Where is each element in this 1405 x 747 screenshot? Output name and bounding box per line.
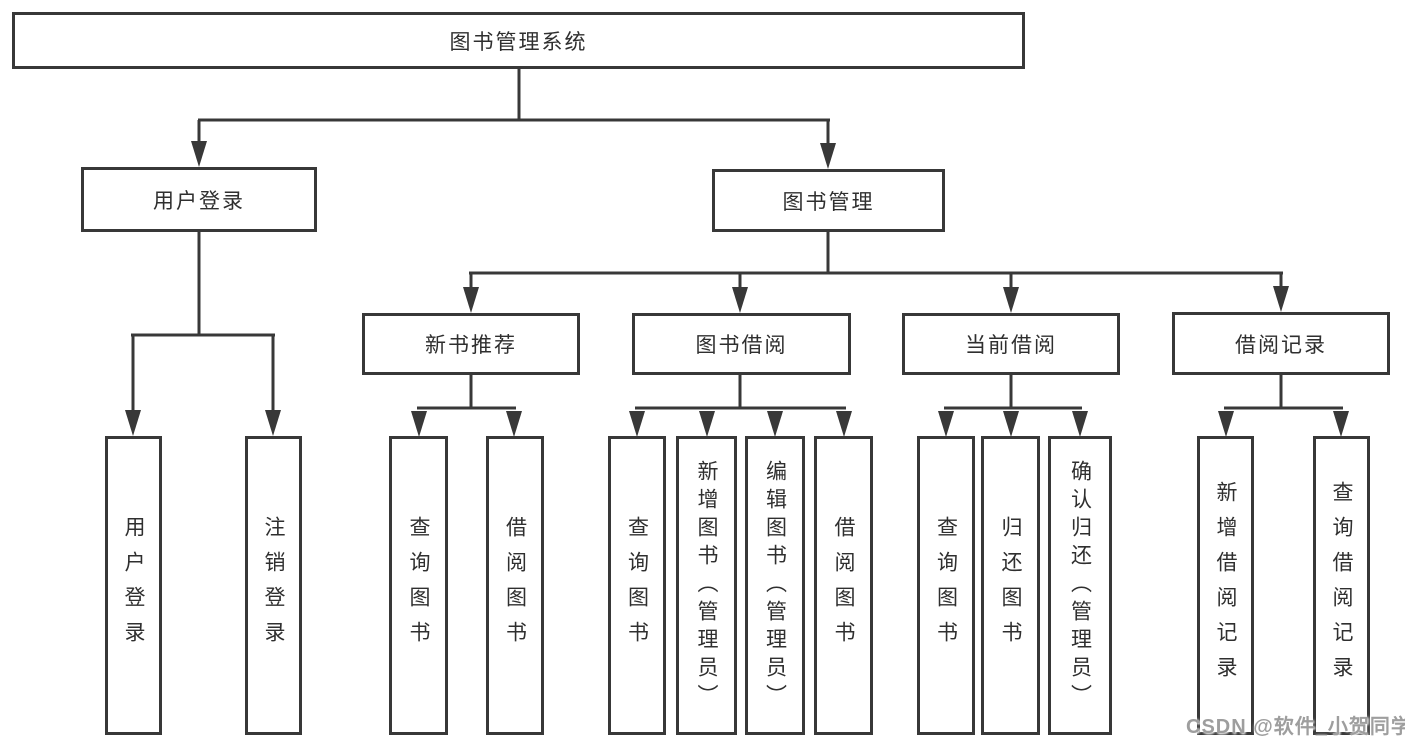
leaf-cb-confirm-return-admin-label: 确认归还（管理员） bbox=[1068, 459, 1092, 712]
node-current-borrowing-label: 当前借阅 bbox=[965, 334, 1057, 357]
leaf-cb-query-books-label: 查询图书 bbox=[934, 515, 958, 656]
node-user-login-label: 用户登录 bbox=[153, 189, 245, 213]
leaf-bb-borrow-books: 借阅图书 bbox=[814, 436, 873, 735]
leaf-nbr-borrow-books: 借阅图书 bbox=[486, 436, 544, 735]
leaf-br-add-record-label: 新增借阅记录 bbox=[1214, 480, 1238, 691]
leaf-br-query-record: 查询借阅记录 bbox=[1313, 436, 1370, 735]
node-root: 图书管理系统 bbox=[12, 12, 1025, 69]
leaf-bb-borrow-books-label: 借阅图书 bbox=[832, 515, 856, 656]
node-book-management: 图书管理 bbox=[712, 169, 945, 232]
leaf-bb-query-books-label: 查询图书 bbox=[625, 515, 649, 656]
leaf-bb-edit-books-admin-label: 编辑图书（管理员） bbox=[763, 459, 787, 712]
leaf-nbr-query-books-label: 查询图书 bbox=[407, 515, 431, 656]
leaf-bb-add-books-admin: 新增图书（管理员） bbox=[676, 436, 737, 735]
node-borrowing-records: 借阅记录 bbox=[1172, 312, 1390, 375]
node-book-management-label: 图书管理 bbox=[782, 190, 875, 214]
leaf-bb-query-books: 查询图书 bbox=[608, 436, 666, 735]
leaf-cb-return-books-label: 归还图书 bbox=[999, 515, 1023, 656]
leaf-logout: 注销登录 bbox=[245, 436, 302, 735]
node-user-login: 用户登录 bbox=[81, 167, 317, 232]
node-book-borrowing: 图书借阅 bbox=[632, 313, 851, 375]
leaf-cb-query-books: 查询图书 bbox=[917, 436, 975, 735]
leaf-bb-add-books-admin-label: 新增图书（管理员） bbox=[695, 459, 719, 712]
leaf-br-add-record: 新增借阅记录 bbox=[1197, 436, 1254, 735]
watermark: CSDN @软件_小贺同学 bbox=[1186, 716, 1405, 738]
leaf-logout-label: 注销登录 bbox=[262, 515, 286, 656]
leaf-nbr-query-books: 查询图书 bbox=[389, 436, 448, 735]
leaf-bb-edit-books-admin: 编辑图书（管理员） bbox=[745, 436, 805, 735]
node-new-book-recommend-label: 新书推荐 bbox=[425, 334, 517, 357]
node-borrowing-records-label: 借阅记录 bbox=[1235, 333, 1327, 357]
leaf-cb-confirm-return-admin: 确认归还（管理员） bbox=[1048, 436, 1112, 735]
node-book-borrowing-label: 图书借阅 bbox=[695, 334, 788, 357]
leaf-user-login-label: 用户登录 bbox=[122, 515, 146, 656]
node-root-label: 图书管理系统 bbox=[449, 30, 588, 54]
leaf-br-query-record-label: 查询借阅记录 bbox=[1330, 480, 1354, 691]
node-current-borrowing: 当前借阅 bbox=[902, 313, 1120, 375]
node-new-book-recommend: 新书推荐 bbox=[362, 313, 580, 375]
leaf-nbr-borrow-books-label: 借阅图书 bbox=[503, 515, 527, 656]
leaf-user-login: 用户登录 bbox=[105, 436, 162, 735]
leaf-cb-return-books: 归还图书 bbox=[981, 436, 1040, 735]
